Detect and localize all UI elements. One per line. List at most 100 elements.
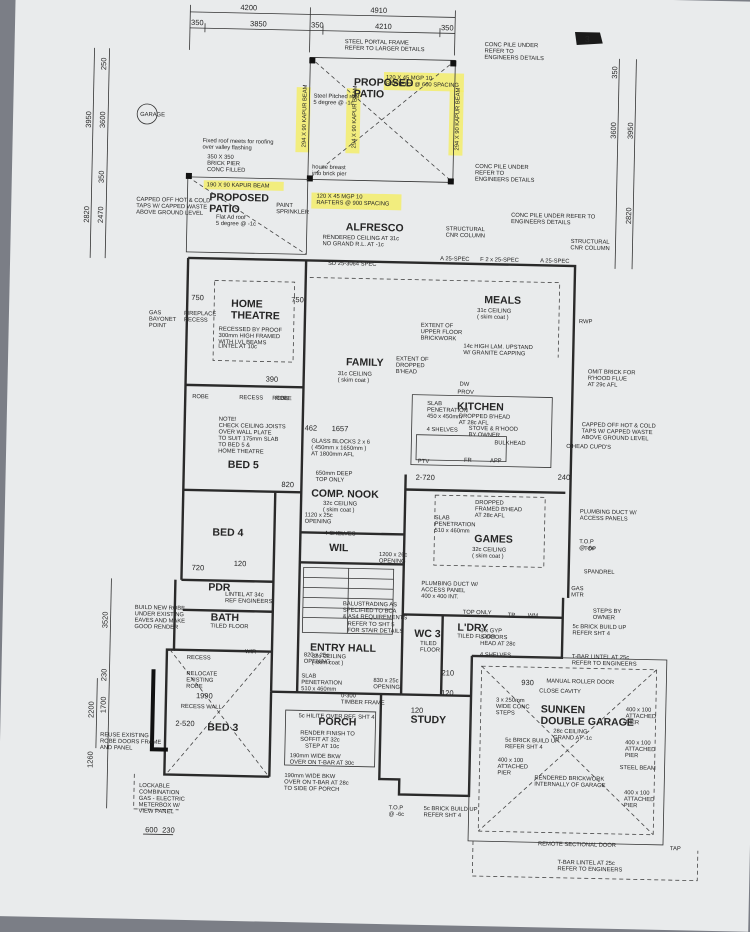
svg-text:190mm WIDE BKWOVER ON T-BAR AT: 190mm WIDE BKWOVER ON T-BAR AT 28cTO SID… — [284, 773, 349, 793]
svg-text:210: 210 — [441, 668, 454, 677]
svg-text:CONC PILE UNDERREFER TOENGINEE: CONC PILE UNDERREFER TOENGINEERS DETAILS — [475, 164, 535, 184]
svg-text:31c CEILING( skim coat ): 31c CEILING( skim coat ) — [338, 371, 373, 384]
svg-text:CONC PILE UNDER REFER TOENGINE: CONC PILE UNDER REFER TOENGINEERS DETAIL… — [511, 213, 596, 227]
svg-text:RELOCATEEXISTINGROBE: RELOCATEEXISTINGROBE — [186, 671, 217, 690]
room-family: FAMILY — [346, 356, 384, 369]
room-bed3: BED 3 — [207, 721, 238, 734]
page-number-badge: 3 — [575, 32, 603, 46]
svg-text:400 x 100ATTACHEDPIER: 400 x 100ATTACHEDPIER — [625, 740, 656, 759]
svg-text:Fixed roof meets for roofingov: Fixed roof meets for roofingover valley … — [202, 138, 273, 152]
room-wil: WIL — [329, 542, 349, 554]
svg-text:T-BAR LINTEL AT 25cREFER TO EN: T-BAR LINTEL AT 25cREFER TO ENGINEERS — [557, 860, 622, 874]
svg-text:TOP ONLY: TOP ONLY — [463, 610, 492, 617]
room-wc3: WC 3 — [414, 628, 441, 641]
svg-text:LOCKABLECOMBINATIONGAS - ELECT: LOCKABLECOMBINATIONGAS - ELECTRICMETERBO… — [139, 783, 186, 815]
svg-text:250: 250 — [99, 57, 108, 70]
svg-text:T-BAR LINTEL AT 25cREFER TO EN: T-BAR LINTEL AT 25cREFER TO ENGINEERS — [572, 654, 637, 668]
svg-text:930: 930 — [521, 678, 534, 687]
svg-text:SLABPENETRATION510 x 460mm: SLABPENETRATION510 x 460mm — [434, 515, 475, 535]
svg-text:GASMTR: GASMTR — [571, 586, 584, 599]
svg-text:TAP: TAP — [670, 846, 681, 852]
svg-text:TR: TR — [508, 613, 516, 619]
svg-text:2820: 2820 — [624, 207, 633, 224]
svg-text:GASBAYONETPOINT: GASBAYONETPOINT — [149, 310, 177, 329]
svg-text:GLASS BLOCKS 2 x 6( 450mm x 16: GLASS BLOCKS 2 x 6( 450mm x 1650mm )AT 1… — [311, 439, 370, 459]
svg-text:EXTENT OFDROPPEDB'HEAD: EXTENT OFDROPPEDB'HEAD — [396, 356, 429, 375]
svg-text:T.O.P@ -6c: T.O.P@ -6c — [388, 805, 404, 818]
left-dimensions: 250 3950 3600 350 2820 2470 3520 230 170… — [70, 48, 123, 809]
right-dimensions: 350 3600 3950 2820 — [606, 59, 636, 269]
svg-text:1700: 1700 — [99, 696, 108, 713]
dim-4200: 4200 — [240, 3, 257, 12]
svg-text:RECESS WALL: RECESS WALL — [181, 704, 223, 711]
svg-text:STEEL BEAM: STEEL BEAM — [620, 765, 656, 772]
svg-text:1260: 1260 — [85, 751, 94, 768]
svg-text:BUILD NEW ROBEUNDER EXISTINGEA: BUILD NEW ROBEUNDER EXISTINGEAVES AND MA… — [134, 605, 185, 631]
svg-text:OMIT BRICK FORR'HOOD FLUEAT 29: OMIT BRICK FORR'HOOD FLUEAT 29c AFL — [588, 369, 636, 389]
svg-text:462: 462 — [305, 423, 318, 432]
svg-text:TOP: TOP — [584, 546, 596, 552]
room-bed5: BED 5 — [228, 459, 259, 472]
svg-text:650mm DEEPTOP ONLY: 650mm DEEPTOP ONLY — [315, 471, 352, 484]
svg-text:O'HEAD CUPD'S: O'HEAD CUPD'S — [566, 444, 611, 451]
svg-text:Flat Ad roof5 degree @ -1c: Flat Ad roof5 degree @ -1c — [216, 214, 256, 227]
svg-text:GARAGE: GARAGE — [140, 112, 165, 119]
svg-text:EXTENT OFUPPER FLOORBRICKWORK: EXTENT OFUPPER FLOORBRICKWORK — [420, 323, 462, 343]
svg-text:CAPPED OFF HOT & COLDTAPS W/ C: CAPPED OFF HOT & COLDTAPS W/ CAPPED WAST… — [581, 422, 655, 442]
svg-text:2200: 2200 — [87, 701, 96, 718]
svg-text:STEP AT 10c: STEP AT 10c — [305, 743, 339, 750]
svg-text:3600: 3600 — [98, 111, 107, 128]
room-games: GAMES — [474, 533, 513, 546]
svg-text:350: 350 — [97, 170, 106, 183]
svg-text:1120 x 25cOPENING: 1120 x 25cOPENING — [305, 512, 333, 525]
svg-text:ROBE: ROBE — [275, 396, 292, 402]
svg-text:720: 720 — [192, 563, 205, 572]
svg-text:390: 390 — [266, 375, 279, 384]
svg-text:750: 750 — [191, 293, 204, 302]
svg-text:3950: 3950 — [626, 122, 635, 139]
svg-text:190 X 90 KAPUR BEAM: 190 X 90 KAPUR BEAM — [207, 182, 270, 189]
svg-text:400 x 100ATTACHEDPIER: 400 x 100ATTACHEDPIER — [624, 790, 655, 809]
svg-text:820: 820 — [281, 480, 294, 489]
room-comp-nook: COMP. NOOK — [311, 488, 379, 501]
room-wir: WIR — [245, 649, 256, 655]
svg-text:0-300TIMBER FRAME: 0-300TIMBER FRAME — [341, 693, 385, 706]
svg-text:4 SHELVES: 4 SHELVES — [324, 531, 355, 538]
svg-text:DW: DW — [460, 382, 470, 388]
svg-text:A 25-SPEC: A 25-SPEC — [540, 258, 569, 265]
svg-text:600: 600 — [145, 825, 158, 834]
svg-text:RWP: RWP — [579, 319, 593, 325]
svg-text:FIREPLACERECESS: FIREPLACERECESS — [184, 311, 217, 324]
svg-text:A 25-SPEC: A 25-SPEC — [440, 256, 469, 263]
svg-text:RECESS: RECESS — [187, 655, 211, 662]
svg-text:350 X 350BRICK PIERCONC FILLED: 350 X 350BRICK PIERCONC FILLED — [207, 154, 246, 174]
svg-text:PAINTSPRINKLER: PAINTSPRINKLER — [276, 203, 309, 216]
svg-text:RECESS: RECESS — [239, 395, 263, 402]
svg-text:BALUSTRADING ASSPECIFIED TO BC: BALUSTRADING ASSPECIFIED TO BCA& AS4 REQ… — [343, 601, 408, 621]
svg-text:5c HILITE OVER REF. SHT 4: 5c HILITE OVER REF. SHT 4 — [299, 713, 376, 721]
room-study: STUDY — [410, 714, 446, 727]
svg-text:LINTEL AT 10c: LINTEL AT 10c — [218, 344, 257, 351]
dim-350c: 350 — [441, 23, 454, 32]
svg-text:32c CEILING( skim coat ): 32c CEILING( skim coat ) — [472, 547, 507, 560]
svg-text:CONC PILE UNDERREFER TOENGINEE: CONC PILE UNDERREFER TOENGINEERS DETAILS — [484, 42, 544, 62]
room-bath: BATH — [211, 611, 240, 624]
svg-text:SPANDREL: SPANDREL — [584, 569, 616, 576]
svg-text:5c BRICK BUILD UPREFER SHT 4: 5c BRICK BUILD UPREFER SHT 4 — [423, 806, 477, 820]
room-alfresco: ALFRESCO — [346, 221, 404, 234]
svg-text:830 x 25cOPENING: 830 x 25cOPENING — [373, 678, 400, 691]
svg-text:F 2 x 25-SPEC: F 2 x 25-SPEC — [480, 257, 519, 264]
svg-text:4 SHELVES: 4 SHELVES — [480, 652, 511, 659]
svg-text:14c HIGH LAM. UPSTANDW/ GRANIT: 14c HIGH LAM. UPSTANDW/ GRANITE CAPPING — [463, 344, 533, 358]
svg-text:2820: 2820 — [82, 206, 91, 223]
page-number: 3 — [585, 34, 590, 44]
svg-text:LINTEL AT 34cREF ENGINEERS: LINTEL AT 34cREF ENGINEERS — [225, 592, 273, 605]
svg-text:CLOSE CAVITY: CLOSE CAVITY — [539, 688, 581, 695]
svg-text:DROPPEDFRAMED B'HEADAT 28c AFL: DROPPEDFRAMED B'HEADAT 28c AFL — [475, 500, 523, 520]
svg-text:31c CEILING( skim coat ): 31c CEILING( skim coat ) — [477, 308, 512, 321]
svg-text:CAPPED OFF HOT & COLDTAPS W/ C: CAPPED OFF HOT & COLDTAPS W/ CAPPED WAST… — [136, 197, 210, 217]
svg-text:TILEDFLOOR: TILEDFLOOR — [420, 641, 440, 654]
svg-text:3600: 3600 — [609, 122, 618, 139]
room-meals: MEALS — [484, 294, 521, 307]
